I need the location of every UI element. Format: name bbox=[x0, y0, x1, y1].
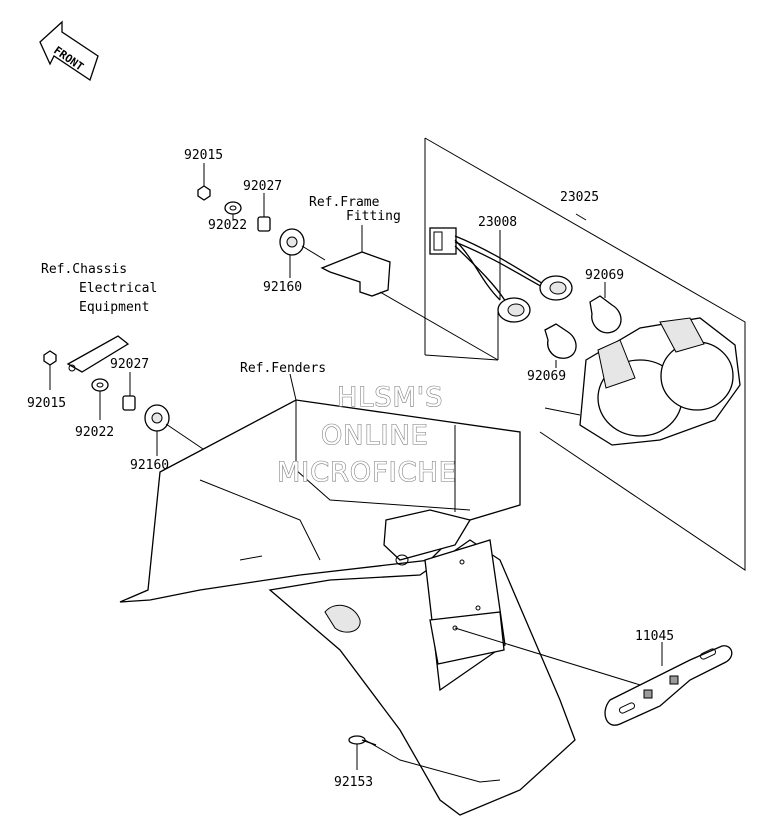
part-label-92027: 92027 bbox=[110, 357, 149, 372]
ref-frame-fitting-label: Fitting bbox=[346, 209, 401, 224]
washer-92022-upper bbox=[224, 201, 242, 215]
nut-92015-lower bbox=[43, 350, 57, 366]
taillight-lens bbox=[544, 317, 741, 446]
part-label-92069: 92069 bbox=[585, 268, 624, 283]
rear-fender bbox=[119, 399, 651, 816]
part-label-92027: 92027 bbox=[243, 179, 282, 194]
part-label-92015: 92015 bbox=[184, 148, 223, 163]
bulb-92069-upper bbox=[589, 295, 622, 334]
watermark-line-3: MICROFICHE bbox=[277, 457, 457, 488]
grommet-92160-upper bbox=[279, 228, 326, 261]
nut-92015-upper bbox=[197, 185, 211, 201]
bulb-92069-lower bbox=[544, 323, 577, 359]
leader-lines bbox=[49, 163, 663, 770]
ref-chassis-label: Ref.Chassis bbox=[41, 262, 127, 277]
part-label-11045: 11045 bbox=[635, 629, 674, 644]
ref-chassis-equipment-label: Equipment bbox=[79, 300, 149, 315]
part-label-92015: 92015 bbox=[27, 396, 66, 411]
ref-chassis-electrical-label: Electrical bbox=[79, 281, 157, 296]
bolt-92153 bbox=[348, 735, 377, 746]
watermark-line-1: HLSM'S bbox=[337, 382, 443, 413]
part-label-92069: 92069 bbox=[527, 369, 566, 384]
part-label-92160: 92160 bbox=[263, 280, 302, 295]
washer-92022-lower bbox=[91, 378, 109, 392]
assembly-label-23008: 23008 bbox=[478, 215, 517, 230]
ref-fenders-label: Ref.Fenders bbox=[240, 361, 326, 376]
frame-fitting-bracket bbox=[320, 225, 499, 361]
wire-harness-23008 bbox=[429, 227, 573, 323]
collar-92027-lower bbox=[122, 395, 136, 411]
part-label-92153: 92153 bbox=[334, 775, 373, 790]
front-arrow-icon: FRONT bbox=[39, 20, 99, 82]
ref-frame-label: Ref.Frame bbox=[309, 195, 380, 210]
plate-bracket-11045 bbox=[604, 645, 733, 726]
assembly-label-23025: 23025 bbox=[560, 190, 599, 205]
watermark-line-2: ONLINE bbox=[321, 420, 429, 451]
part-label-92160: 92160 bbox=[130, 458, 169, 473]
watermark: HLSM'S ONLINE MICROFICHE bbox=[276, 381, 457, 488]
collar-92027-upper bbox=[257, 216, 271, 232]
assembly-23025-outline bbox=[424, 137, 746, 571]
part-label-92022: 92022 bbox=[208, 218, 247, 233]
part-label-92022: 92022 bbox=[75, 425, 114, 440]
chassis-bracket bbox=[66, 335, 130, 373]
